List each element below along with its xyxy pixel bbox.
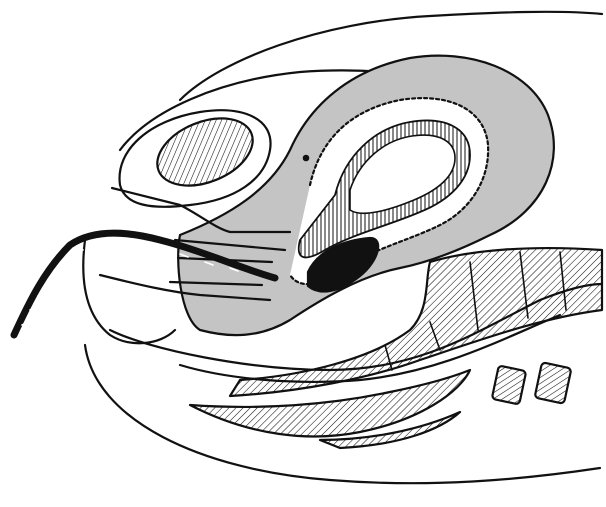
vertebra-block-1 xyxy=(492,365,526,404)
canal-opening xyxy=(83,240,175,343)
vertebra-block-2 xyxy=(535,362,572,403)
pubic-bone xyxy=(147,105,262,198)
small-marker-dot xyxy=(304,156,308,160)
